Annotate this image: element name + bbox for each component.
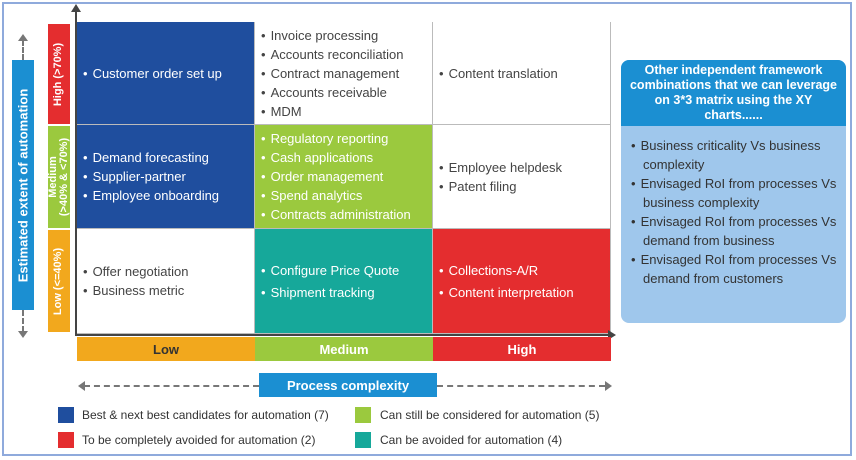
column-label-medium: Medium xyxy=(255,337,433,361)
legend-text-considered: Can still be considered for automation (… xyxy=(380,408,600,422)
panel-item: Business criticality Vs business complex… xyxy=(631,136,838,174)
x-axis-title: Process complexity xyxy=(259,373,437,397)
y-axis-arrowhead-up xyxy=(18,34,28,41)
legend-swatch-best xyxy=(58,407,74,423)
cell-medium-medium: Regulatory reporting Cash applications O… xyxy=(255,125,433,229)
legend-text-avoided-completely: To be completely avoided for automation … xyxy=(82,433,316,447)
legend-swatch-avoided-completely xyxy=(58,432,74,448)
cell-high-medium: Invoice processing Accounts reconciliati… xyxy=(255,22,433,125)
cell-medium-high: Employee helpdesk Patent filing xyxy=(433,125,611,229)
row-label-high: High (>70%) xyxy=(48,24,70,124)
panel-list: Business criticality Vs business complex… xyxy=(621,126,846,288)
legend-text-can-be-avoided: Can be avoided for automation (4) xyxy=(380,433,563,447)
cell-high-high: Content translation xyxy=(433,22,611,125)
y-axis-arrowhead xyxy=(71,4,81,12)
column-label-high: High xyxy=(433,337,611,361)
x-axis-line xyxy=(75,334,611,336)
x-axis-arrowhead-left xyxy=(78,381,85,391)
y-axis-title: Estimated extent of automation xyxy=(15,88,31,282)
row-label-medium: Medium(>40% & <70%) xyxy=(47,126,70,228)
framework-panel: Other independent framework combinations… xyxy=(621,60,846,323)
y-axis-line xyxy=(75,8,77,336)
x-axis-arrowhead-right xyxy=(605,381,612,391)
panel-title: Other independent framework combinations… xyxy=(621,60,846,126)
cell-high-low: Customer order set up xyxy=(77,22,255,125)
column-label-low: Low xyxy=(77,337,255,361)
y-axis-title-box: Estimated extent of automation xyxy=(12,60,34,310)
legend-swatch-can-be-avoided xyxy=(355,432,371,448)
panel-item: Envisaged RoI from processes Vs business… xyxy=(631,174,838,212)
cell-low-medium: Configure Price Quote Shipment tracking xyxy=(255,229,433,334)
cell-medium-low: Demand forecasting Supplier-partner Empl… xyxy=(77,125,255,229)
panel-item: Envisaged RoI from processes Vs demand f… xyxy=(631,250,838,288)
y-axis-arrow-up xyxy=(22,40,24,60)
x-axis-arrowhead xyxy=(608,330,616,340)
y-axis-arrowhead-down xyxy=(18,331,28,338)
y-axis-arrow-down xyxy=(22,310,24,332)
x-axis-arrow-right xyxy=(437,385,605,387)
row-label-low: Low (<=40%) xyxy=(48,230,70,332)
legend-swatch-considered xyxy=(355,407,371,423)
x-axis-arrow-left xyxy=(84,385,259,387)
legend-text-best: Best & next best candidates for automati… xyxy=(82,408,329,422)
cell-low-low: Offer negotiation Business metric xyxy=(77,229,255,334)
panel-item: Envisaged RoI from processes Vs demand f… xyxy=(631,212,838,250)
cell-low-high: Collections-A/R Content interpretation xyxy=(433,229,611,334)
